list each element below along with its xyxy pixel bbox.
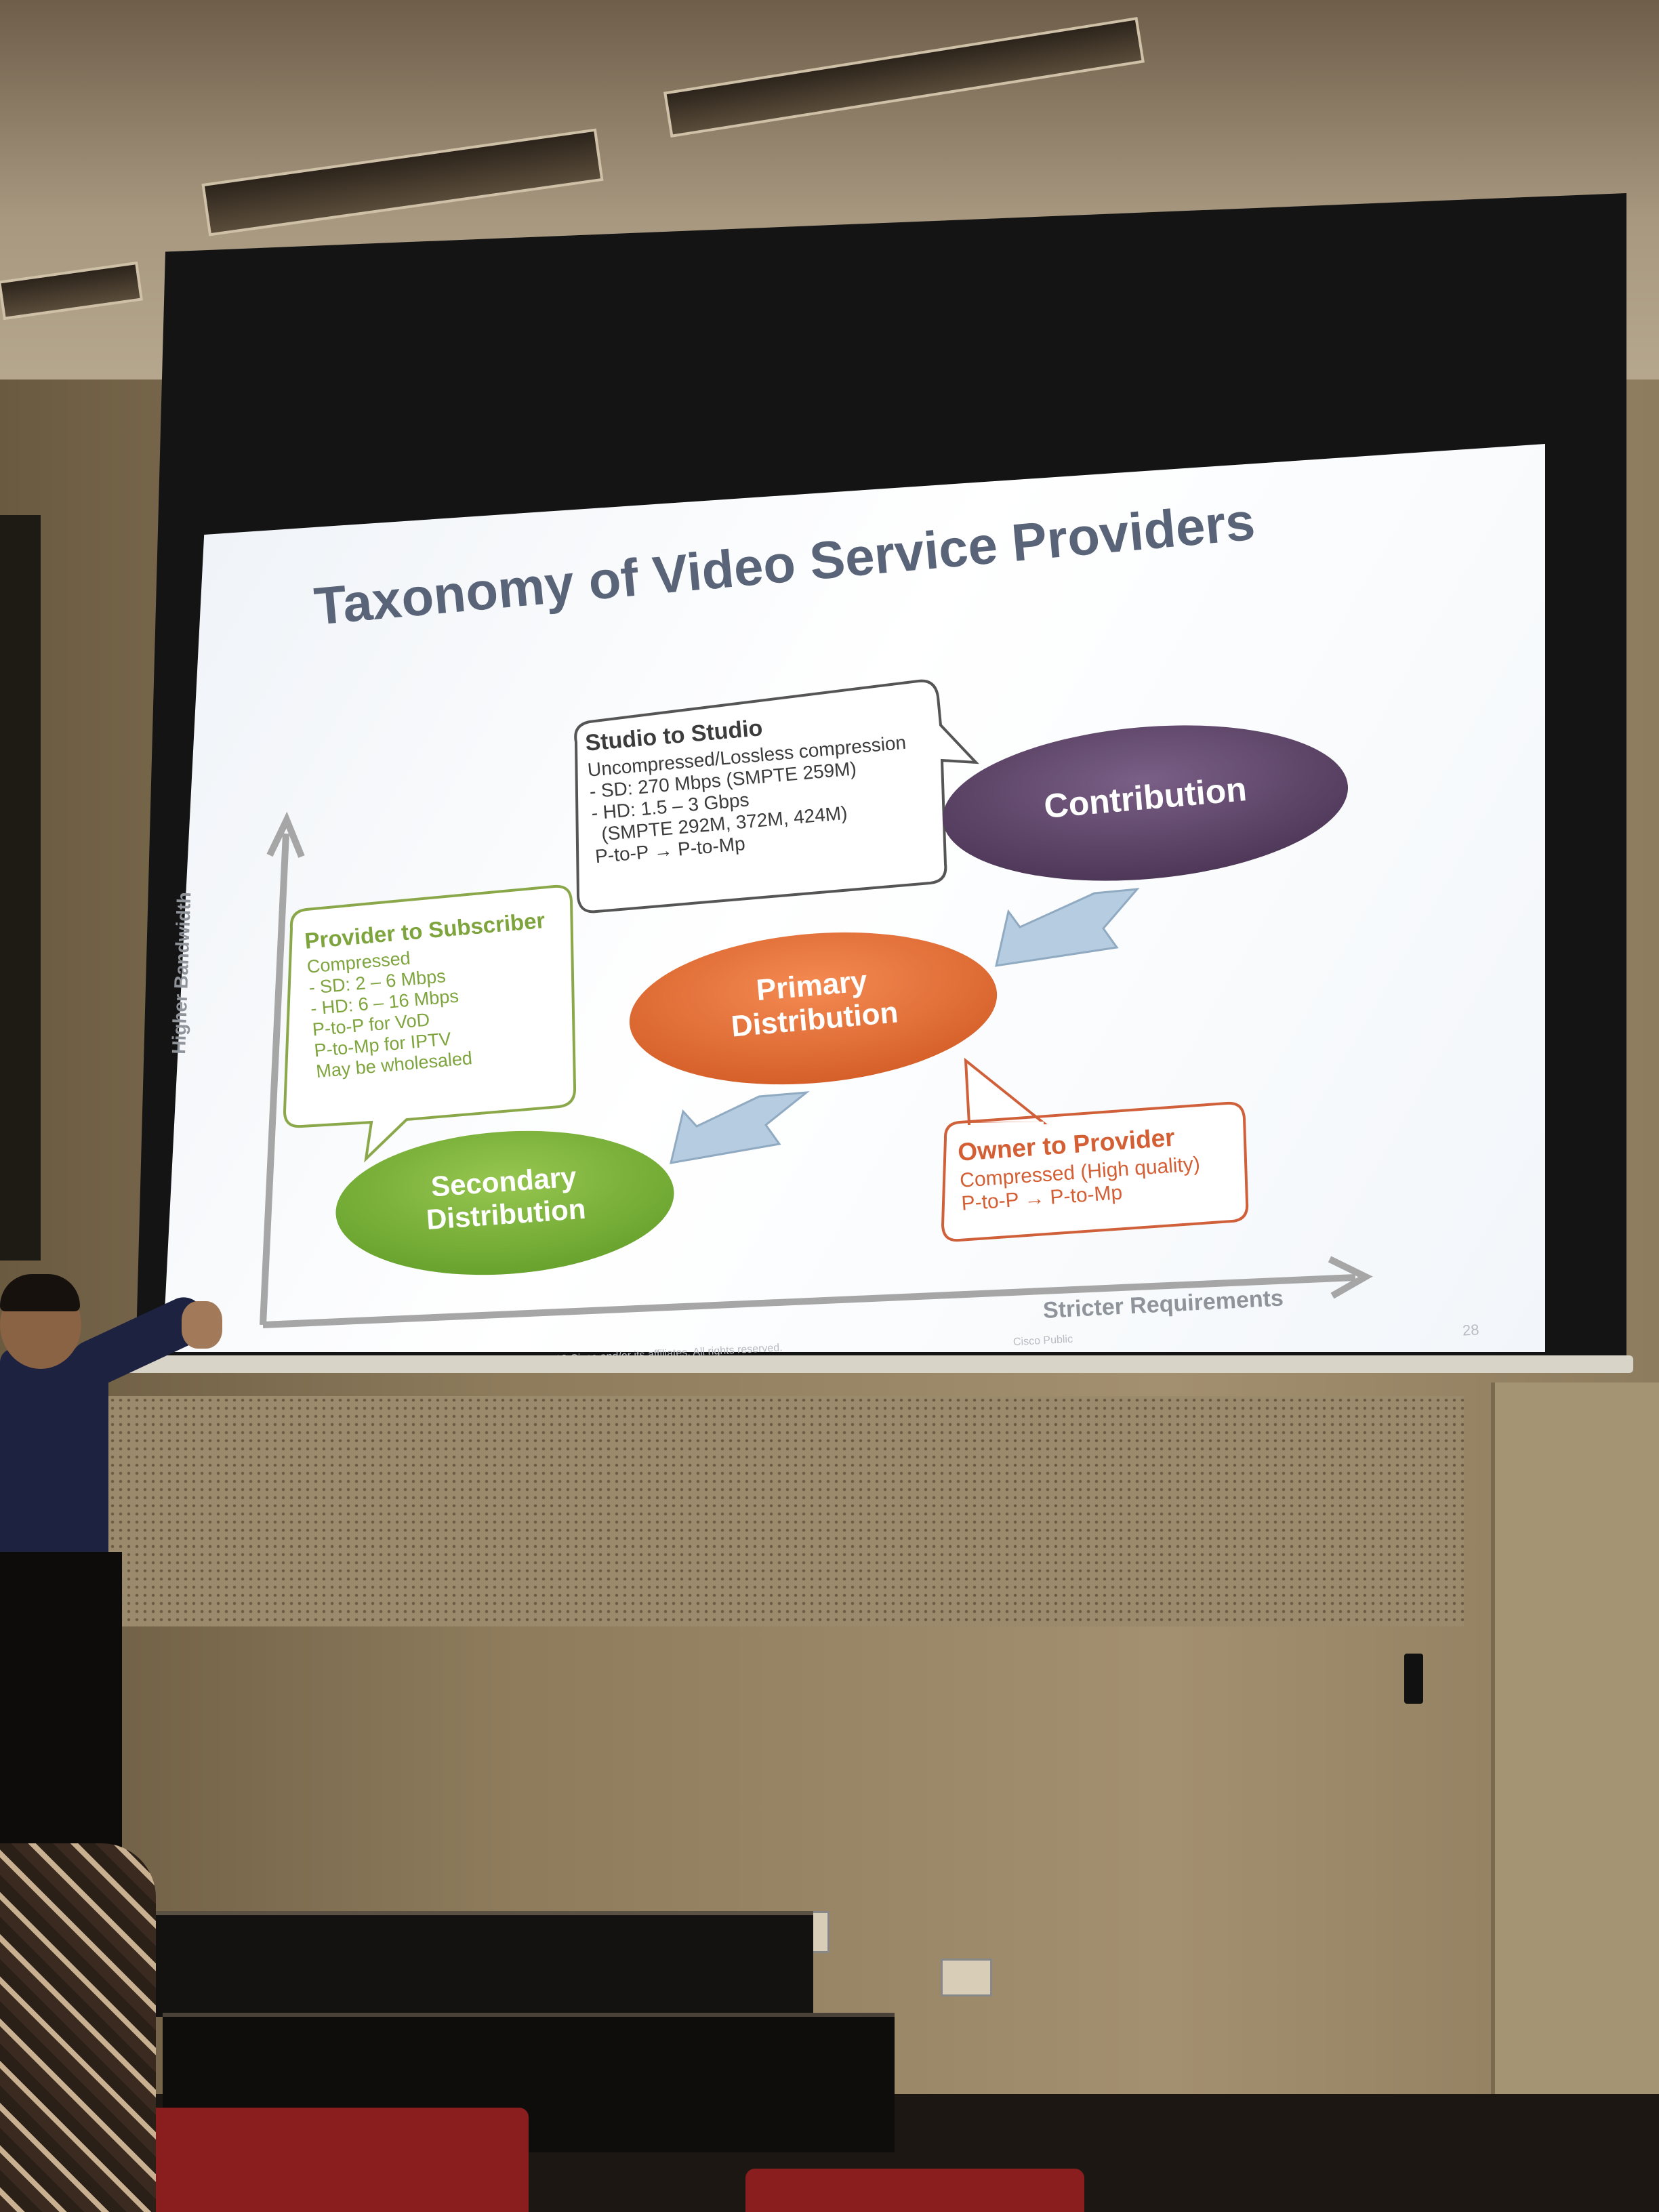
subscriber-callout: Provider to Subscriber Compressed - SD: … (304, 907, 557, 1082)
wall-switch (1404, 1654, 1423, 1704)
page-number: 28 (1462, 1321, 1480, 1339)
flow-arrow-icon (670, 1091, 810, 1164)
audience-member (0, 1843, 156, 2212)
y-axis (260, 811, 305, 1326)
secondary-distribution-oval (335, 1130, 674, 1275)
presenter-hand (182, 1301, 222, 1349)
acoustic-panel (108, 1396, 1464, 1626)
power-socket (941, 1959, 992, 1996)
presenter-hair (0, 1274, 80, 1311)
studio-callout-box (574, 679, 979, 914)
audience-seat (81, 2108, 529, 2212)
primary-distribution-oval (629, 932, 998, 1085)
presenter-legs (0, 1552, 122, 1891)
subscriber-callout-box (283, 884, 577, 1163)
audience-seat (745, 2169, 1084, 2212)
x-axis (262, 1256, 1373, 1328)
studio-callout: Studio to Studio Uncompressed/Lossless c… (584, 703, 914, 867)
stage-step (108, 1911, 813, 2017)
wall-shadow (0, 515, 41, 1261)
contribution-oval (942, 725, 1349, 881)
door (1491, 1382, 1659, 2128)
flow-arrow-icon (995, 888, 1140, 967)
screen-bottom-bar (102, 1355, 1633, 1373)
